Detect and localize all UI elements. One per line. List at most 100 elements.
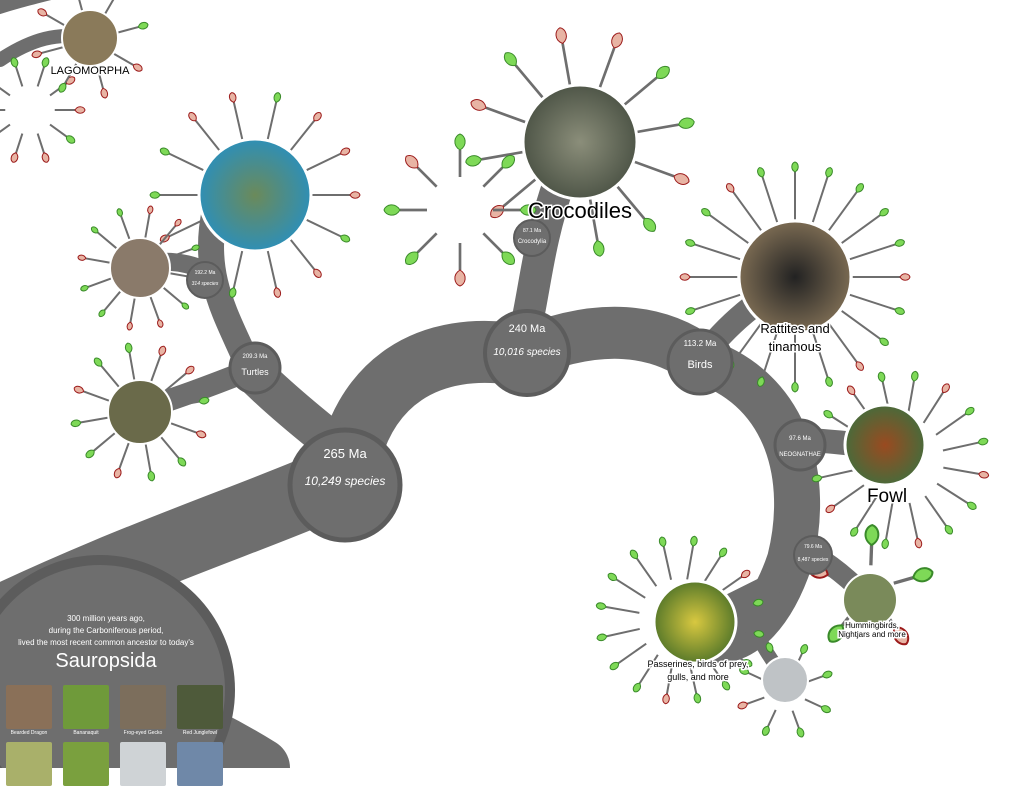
leaf-icon[interactable] — [41, 152, 50, 163]
leaf-icon[interactable] — [191, 244, 200, 252]
leaf-icon[interactable] — [555, 27, 568, 45]
leaf-icon[interactable] — [499, 249, 518, 268]
leaf-icon[interactable] — [825, 622, 847, 646]
leaf-icon[interactable] — [273, 287, 282, 298]
leaf-icon[interactable] — [595, 602, 607, 610]
leaf-icon[interactable] — [349, 191, 361, 199]
leaf-icon[interactable] — [132, 62, 144, 73]
leaf-icon[interactable] — [465, 154, 483, 167]
leaf-icon[interactable] — [187, 111, 198, 123]
leaf-icon[interactable] — [137, 21, 149, 30]
label-hummingbirds-line1[interactable]: Hummingbirds, — [844, 620, 901, 632]
node-neognathae[interactable]: 97.6 Ma NEOGNATHAE — [773, 418, 827, 472]
leaf-icon[interactable] — [147, 470, 156, 482]
label-passerines-line1[interactable]: Passerines, birds of prey, — [646, 658, 750, 671]
crocodile-photo[interactable] — [521, 83, 639, 201]
thumbnail[interactable] — [6, 742, 52, 786]
node-240[interactable]: 240 Ma 10,016 species — [483, 309, 571, 397]
leaf-icon[interactable] — [821, 670, 833, 679]
leaf-icon[interactable] — [228, 92, 237, 103]
leaf-icon[interactable] — [73, 385, 85, 394]
leaf-icon[interactable] — [824, 376, 833, 387]
hummingbird-photo[interactable] — [842, 572, 898, 628]
leaf-icon[interactable] — [849, 526, 860, 538]
cassowary-photo[interactable] — [737, 219, 853, 335]
leaf-icon[interactable] — [173, 218, 182, 227]
leaf-icon[interactable] — [685, 306, 696, 315]
leaf-icon[interactable] — [592, 239, 605, 258]
node-turtles[interactable]: 209.3 Ma Turtles — [228, 341, 282, 395]
leaf-icon[interactable] — [756, 167, 765, 178]
leaf-icon[interactable] — [10, 152, 19, 163]
label-ratites-line2[interactable]: tinamous — [767, 338, 823, 356]
leaf-icon[interactable] — [820, 704, 832, 714]
leaf-icon[interactable] — [966, 500, 978, 511]
passerine-photo[interactable] — [652, 579, 738, 665]
node-neoaves[interactable]: 79.6 Ma 8,487 species — [793, 535, 833, 575]
leaf-icon[interactable] — [609, 660, 621, 671]
leaf-icon[interactable] — [854, 360, 865, 372]
leaf-icon[interactable] — [720, 680, 731, 692]
leaf-icon[interactable] — [846, 384, 857, 396]
leaf-icon[interactable] — [519, 204, 537, 216]
thumbnail[interactable] — [120, 742, 166, 786]
leaf-icon[interactable] — [596, 633, 608, 642]
leaf-icon[interactable] — [70, 419, 82, 428]
leaf-icon[interactable] — [93, 356, 104, 368]
leaf-icon[interactable] — [10, 57, 19, 68]
leaf-icon[interactable] — [90, 226, 99, 235]
leaf-icon[interactable] — [822, 409, 834, 420]
leaf-icon[interactable] — [198, 396, 210, 405]
node-crocodylia[interactable]: 87.1 Ma Crocodylia — [513, 219, 551, 257]
leaf-icon[interactable] — [899, 273, 911, 281]
leaf-icon[interactable] — [36, 7, 48, 18]
leaf-icon[interactable] — [31, 50, 43, 59]
ibis-photo[interactable] — [761, 656, 809, 704]
leaf-icon[interactable] — [894, 306, 905, 315]
lagomorpha-photo[interactable] — [61, 9, 119, 67]
leaf-icon[interactable] — [911, 566, 934, 584]
thumbnail[interactable]: Bananaquit — [63, 685, 109, 736]
leaf-icon[interactable] — [41, 57, 50, 68]
leaf-icon[interactable] — [57, 82, 68, 94]
pond-turtle-photo[interactable] — [107, 379, 173, 445]
leaf-icon[interactable] — [824, 503, 836, 514]
thumbnail[interactable]: Red Junglefowl — [177, 685, 223, 736]
label-ratites-line1[interactable]: Rattites and — [759, 320, 831, 338]
leaf-icon[interactable] — [158, 345, 167, 357]
thumbnail[interactable]: Frog-eyed Gecko — [120, 685, 166, 736]
node-turtles-sub[interactable]: 192.2 Ma 314 species — [186, 261, 224, 299]
leaf-icon[interactable] — [943, 524, 954, 536]
leaf-icon[interactable] — [690, 535, 698, 547]
leaf-icon[interactable] — [403, 153, 422, 172]
leaf-icon[interactable] — [228, 287, 237, 298]
leaf-icon[interactable] — [77, 254, 87, 261]
leaf-icon[interactable] — [469, 97, 488, 112]
leaf-icon[interactable] — [752, 598, 764, 607]
leaf-icon[interactable] — [312, 111, 323, 123]
leaf-icon[interactable] — [65, 134, 77, 145]
leaf-icon[interactable] — [658, 536, 667, 548]
leaf-icon[interactable] — [940, 382, 951, 394]
label-crocodiles[interactable]: Crocodiles — [527, 197, 634, 225]
leaf-icon[interactable] — [339, 233, 351, 243]
leaf-icon[interactable] — [978, 471, 990, 479]
leaf-icon[interactable] — [147, 205, 154, 215]
leaf-icon[interactable] — [756, 376, 765, 387]
thumbnail[interactable]: Bearded Dragon — [6, 685, 52, 736]
label-lagomorpha[interactable]: LAGOMORPHA — [49, 64, 132, 79]
sea-turtle-photo[interactable] — [197, 137, 313, 253]
label-fowl[interactable]: Fowl — [865, 485, 908, 509]
leaf-icon[interactable] — [499, 153, 518, 172]
leaf-icon[interactable] — [273, 92, 282, 103]
leaf-icon[interactable] — [738, 666, 750, 676]
leaf-icon[interactable] — [877, 371, 886, 383]
leaf-icon[interactable] — [124, 342, 133, 354]
leaf-icon[interactable] — [113, 467, 122, 479]
leaf-icon[interactable] — [811, 474, 823, 483]
leaf-icon[interactable] — [156, 319, 164, 328]
leaf-icon[interactable] — [488, 202, 507, 220]
leaf-icon[interactable] — [881, 538, 889, 550]
root-node[interactable] — [0, 555, 235, 768]
leaf-icon[interactable] — [195, 430, 207, 439]
